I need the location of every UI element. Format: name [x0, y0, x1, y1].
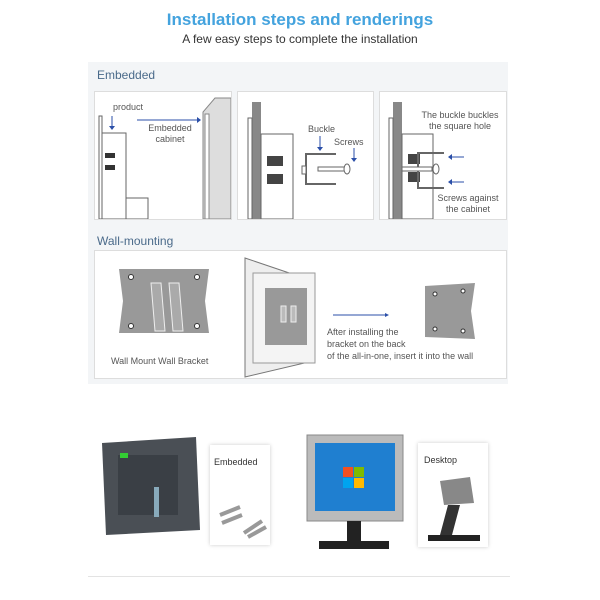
- buckle-hole-label-1: The buckle buckles: [421, 110, 499, 120]
- instruction-line-1: After installing the: [327, 327, 399, 337]
- buckle-diagram: [247, 102, 357, 219]
- wall-mounting-heading: Wall-mounting: [97, 234, 174, 248]
- embedded-step-1: product Embedded cabinet: [94, 91, 232, 220]
- screws-cabinet-label-2: the cabinet: [445, 204, 491, 214]
- embedded-rendering: Embedded: [88, 425, 278, 575]
- buckle-hole-label-2: the square hole: [428, 121, 492, 131]
- instruction-line-2: bracket on the back: [327, 339, 406, 349]
- installed-buckle-diagram: [388, 102, 464, 219]
- cabinet-label-1: Embedded: [148, 123, 192, 133]
- embedded-card: Embedded: [210, 445, 270, 545]
- embedded-heading: Embedded: [97, 68, 156, 82]
- desktop-stand-icon: [428, 477, 480, 541]
- embedded-step-2: Buckle Screws: [237, 91, 374, 220]
- buckle-label: Buckle: [308, 124, 336, 134]
- divider: [88, 576, 510, 577]
- embedded-step-3: The buckle buckles the square hole Screw…: [379, 91, 507, 220]
- desktop-monitor-image: [306, 434, 404, 549]
- page-title: Installation steps and renderings: [166, 10, 434, 29]
- cabinet-label-2: cabinet: [155, 134, 185, 144]
- desktop-rendering: Desktop: [295, 425, 505, 575]
- page-subtitle: A few easy steps to complete the install…: [182, 32, 418, 46]
- cabinet-diagram: [98, 97, 231, 219]
- bracket-label: Wall Mount Wall Bracket: [111, 356, 209, 366]
- screws-label: Screws: [334, 137, 364, 147]
- screws-cabinet-label-1: Screws against: [437, 193, 499, 203]
- buckle-parts-icon: [219, 505, 267, 539]
- wall-mount-panel: Wall Mount Wall Bracket After installing…: [94, 250, 507, 379]
- embedded-card-label: Embedded: [214, 457, 258, 467]
- product-label: product: [113, 102, 144, 112]
- instruction-line-3: of the all-in-one, insert it into the wa…: [327, 351, 474, 361]
- embedded-device-image: [102, 437, 200, 535]
- desktop-card: Desktop: [418, 443, 488, 547]
- desktop-card-label: Desktop: [424, 455, 458, 465]
- wall-mount-diagram: [119, 257, 475, 378]
